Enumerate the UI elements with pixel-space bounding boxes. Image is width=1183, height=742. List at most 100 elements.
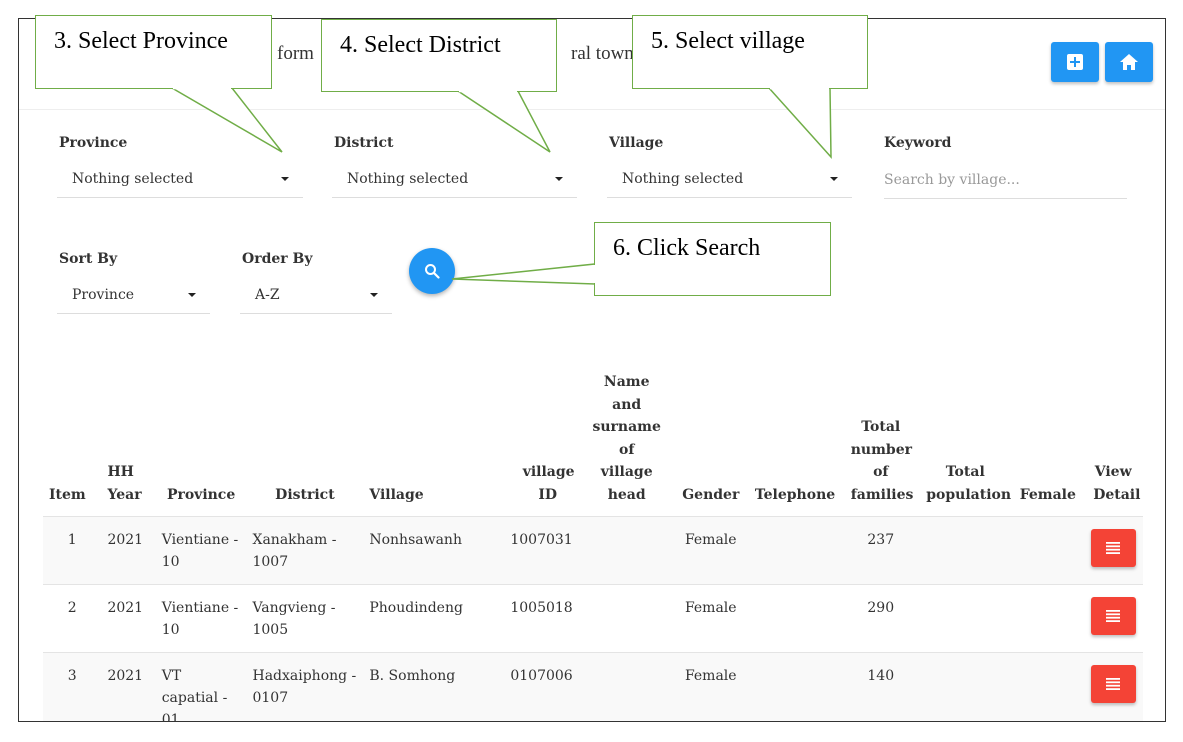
col-village-head[interactable]: Name and surname of village head	[579, 371, 675, 517]
col-village-id-label: village ID	[522, 464, 575, 503]
cell-village-id: 1005018	[510, 600, 573, 616]
view-detail-button[interactable]	[1090, 665, 1136, 703]
col-district[interactable]: District	[275, 486, 335, 503]
app-frame: form ral towns. Province Nothing selecte…	[18, 18, 1166, 722]
village-select-value: Nothing selected	[622, 171, 744, 187]
cell-year: 2021	[107, 668, 144, 684]
list-icon	[1106, 610, 1121, 622]
callout-select-district: 4. Select District	[321, 19, 557, 92]
col-village-head-label: Name and surname of village head	[592, 374, 661, 503]
col-village[interactable]: Village	[369, 486, 424, 503]
col-item[interactable]: Item	[49, 486, 86, 503]
home-button[interactable]	[1105, 42, 1153, 82]
col-view-detail[interactable]: View Detail	[1083, 371, 1143, 517]
cell-telephone	[747, 585, 843, 653]
sort-by-label: Sort By	[59, 251, 118, 267]
cell-village-head	[579, 653, 675, 722]
district-select[interactable]: Nothing selected	[332, 162, 577, 198]
cell-gender: Female	[684, 532, 737, 548]
cell-item: 3	[67, 668, 77, 684]
col-total-population-label: Total population	[926, 464, 1012, 503]
cell-female	[1012, 517, 1083, 585]
province-label: Province	[59, 135, 128, 151]
chevron-down-icon	[188, 293, 196, 297]
cell-district: Hadxaiphong - 0107	[252, 668, 357, 706]
cell-view-detail	[1083, 517, 1143, 585]
view-detail-button[interactable]	[1090, 529, 1136, 567]
col-female[interactable]: Female	[1019, 486, 1076, 503]
col-village-id[interactable]: village ID	[501, 371, 579, 517]
cell-total-families: 237	[867, 532, 895, 548]
province-select[interactable]: Nothing selected	[57, 162, 303, 198]
order-by-select-value: A-Z	[255, 287, 280, 303]
table-row: 3 2021 VT capatial - 01 Hadxaiphong - 01…	[43, 652, 1143, 722]
cell-total-population	[918, 653, 1012, 722]
district-label: District	[334, 135, 394, 151]
sort-by-select-value: Province	[72, 287, 135, 303]
cell-district: Vangvieng - 1005	[252, 600, 336, 638]
cell-item: 1	[67, 532, 77, 548]
cell-female	[1012, 653, 1083, 722]
home-icon	[1120, 54, 1138, 70]
search-icon	[425, 264, 440, 279]
table-row: 2 2021 Vientiane - 10 Vangvieng - 1005 P…	[43, 584, 1143, 653]
cell-village-id: 1007031	[510, 532, 573, 548]
cell-province: Vientiane - 10	[161, 532, 239, 570]
cell-village: Nonhsawanh	[369, 532, 462, 548]
list-icon	[1106, 542, 1121, 554]
keyword-input[interactable]	[884, 162, 1127, 199]
cell-district: Xanakham - 1007	[252, 532, 337, 570]
cell-village-id: 0107006	[510, 668, 573, 684]
list-icon	[1106, 678, 1121, 690]
col-gender[interactable]: Gender	[682, 486, 740, 503]
sort-by-select[interactable]: Province	[57, 278, 210, 314]
order-by-select[interactable]: A-Z	[240, 278, 392, 314]
col-telephone[interactable]: Telephone	[754, 486, 836, 503]
callout-click-search: 6. Click Search	[594, 222, 831, 296]
plus-square-icon	[1067, 54, 1083, 70]
view-detail-button[interactable]	[1090, 597, 1136, 635]
col-total-families-label: Total number of families	[850, 419, 914, 503]
cell-female	[1012, 585, 1083, 653]
callout-select-province: 3. Select Province	[35, 15, 272, 89]
cell-village: Phoudindeng	[369, 600, 463, 616]
cell-total-families: 140	[867, 668, 895, 684]
chevron-down-icon	[281, 177, 289, 181]
header-text-fragment-1: form	[277, 43, 314, 64]
village-select[interactable]: Nothing selected	[607, 162, 852, 198]
cell-village-head	[579, 517, 675, 585]
district-select-value: Nothing selected	[347, 171, 469, 187]
col-province[interactable]: Province	[166, 486, 236, 503]
chevron-down-icon	[370, 293, 378, 297]
page-header: form ral towns.	[19, 19, 1165, 110]
province-select-value: Nothing selected	[72, 171, 194, 187]
table-row: 1 2021 Vientiane - 10 Xanakham - 1007 No…	[43, 516, 1143, 585]
villages-table: Item HH Year Province District Village v…	[43, 371, 1143, 722]
cell-province: VT capatial - 01	[161, 668, 228, 722]
col-view-detail-label: View Detail	[1093, 464, 1141, 503]
col-total-families[interactable]: Total number of families	[843, 371, 918, 517]
col-total-population[interactable]: Total population	[918, 371, 1012, 517]
keyword-label: Keyword	[884, 135, 952, 151]
cell-total-families: 290	[867, 600, 895, 616]
cell-total-population	[918, 517, 1012, 585]
cell-view-detail	[1083, 653, 1143, 722]
cell-item: 2	[67, 600, 77, 616]
chevron-down-icon	[830, 177, 838, 181]
chevron-down-icon	[555, 177, 563, 181]
cell-village-head	[579, 585, 675, 653]
cell-gender: Female	[684, 600, 737, 616]
cell-year: 2021	[107, 532, 144, 548]
cell-village: B. Somhong	[369, 668, 456, 684]
col-hh-year[interactable]: HH Year	[101, 371, 155, 517]
search-button[interactable]	[409, 248, 455, 294]
add-button[interactable]	[1051, 42, 1099, 82]
cell-view-detail	[1083, 585, 1143, 653]
cell-total-population	[918, 585, 1012, 653]
order-by-label: Order By	[242, 251, 313, 267]
table-header-row: Item HH Year Province District Village v…	[43, 371, 1143, 517]
cell-telephone	[747, 517, 843, 585]
col-hh-year-label: HH Year	[107, 464, 142, 503]
cell-province: Vientiane - 10	[161, 600, 239, 638]
cell-telephone	[747, 653, 843, 722]
